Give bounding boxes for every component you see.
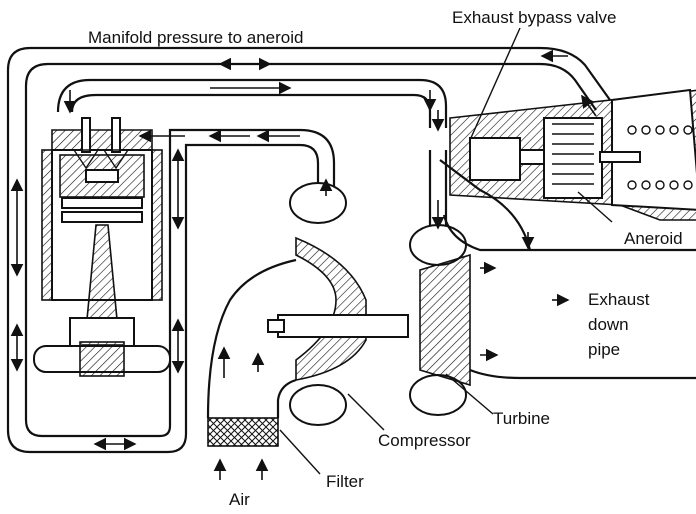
crankshaft bbox=[34, 342, 170, 376]
compressor bbox=[268, 183, 408, 425]
exhaust-label-line3: pipe bbox=[588, 340, 620, 359]
air-label: Air bbox=[229, 490, 250, 509]
exhaust-bypass-valve-label: Exhaust bypass valve bbox=[452, 8, 616, 27]
wastegate-assembly bbox=[450, 90, 696, 220]
aneroid-label: Aneroid bbox=[624, 229, 683, 248]
air-intake bbox=[208, 260, 296, 446]
turbine-label: Turbine bbox=[493, 409, 550, 428]
compressor-label: Compressor bbox=[378, 431, 471, 450]
manifold-pressure-label: Manifold pressure to aneroid bbox=[88, 28, 303, 47]
exhaust-label-line2: down bbox=[588, 315, 629, 334]
engine-cylinder bbox=[42, 118, 162, 366]
exhaust-label-line1: Exhaust bbox=[588, 290, 650, 309]
air-filter bbox=[208, 418, 278, 446]
filter-label: Filter bbox=[326, 472, 364, 491]
